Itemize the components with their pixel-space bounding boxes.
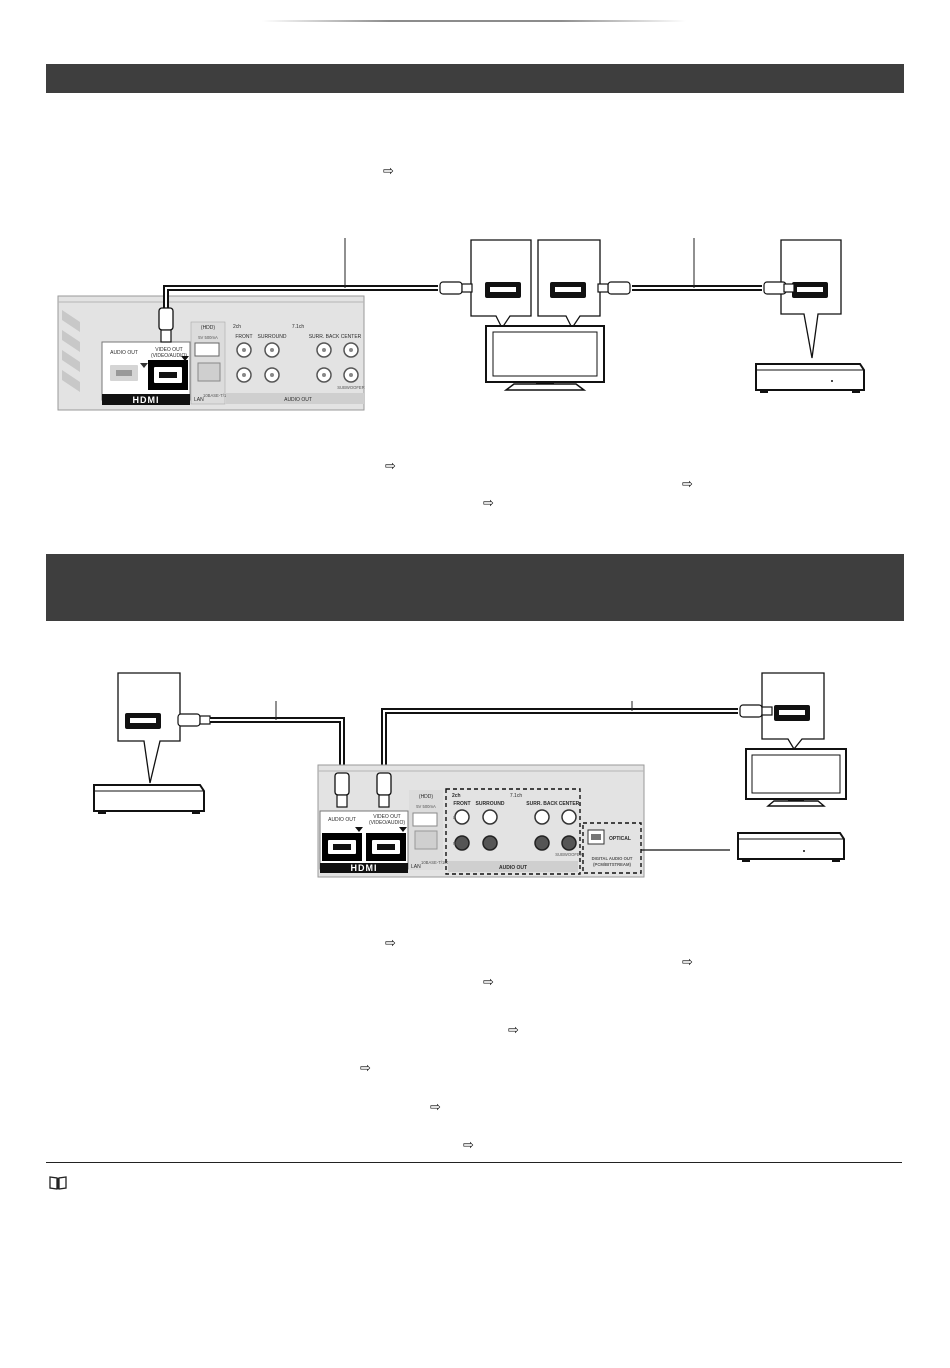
svg-text:2ch: 2ch — [233, 324, 241, 330]
svg-text:(VIDEO/AUDIO): (VIDEO/AUDIO) — [151, 353, 187, 359]
reference-arrow-icon: ⇨ — [483, 975, 494, 990]
svg-text:(PCM/BITSTREAM): (PCM/BITSTREAM) — [593, 862, 631, 867]
svg-text:AUDIO OUT: AUDIO OUT — [284, 397, 312, 403]
hdmi-plug-player — [158, 307, 174, 343]
tv-input-bubble — [739, 672, 825, 751]
svg-text:LAN: LAN — [194, 397, 204, 403]
top-decorative-rule — [262, 20, 686, 22]
television-icon — [745, 748, 847, 807]
svg-text:SUBWOOFER: SUBWOOFER — [337, 385, 364, 390]
svg-text:CENTER: CENTER — [341, 334, 362, 340]
tv-input-bubble-2 — [537, 239, 631, 330]
amplifier-receiver-icon — [737, 832, 845, 862]
television-icon — [485, 325, 605, 391]
svg-text:SURROUND: SURROUND — [476, 801, 505, 807]
svg-text:OPTICAL: OPTICAL — [609, 836, 631, 842]
reference-arrow-icon: ⇨ — [508, 1023, 519, 1038]
svg-text:AUDIO OUT: AUDIO OUT — [328, 817, 356, 823]
connection-diagram-tv: HDMI AUDIO OUT VIDEO OUT (VIDEO/AUDIO) (… — [57, 238, 865, 411]
hdmi-plug-audio-out — [334, 772, 350, 808]
reference-arrow-icon: ⇨ — [483, 496, 494, 511]
svg-text:VIDEO OUT: VIDEO OUT — [373, 814, 401, 820]
svg-text:(HDD): (HDD) — [419, 794, 433, 800]
svg-text:AUDIO OUT: AUDIO OUT — [499, 865, 527, 871]
reference-arrow-icon: ⇨ — [360, 1061, 371, 1076]
amplifier-input-bubble — [117, 672, 211, 784]
book-icon — [49, 1176, 67, 1190]
svg-text:(HDD): (HDD) — [201, 325, 215, 331]
tv-input-bubble-1 — [439, 239, 532, 330]
svg-text:HDMI: HDMI — [351, 863, 378, 873]
player-rear-panel: HDMI AUDIO OUT VIDEO OUT (VIDEO/AUDIO) (… — [317, 764, 645, 878]
section-header-bar-2 — [46, 554, 904, 621]
svg-text:2ch: 2ch — [452, 793, 461, 799]
reference-arrow-icon: ⇨ — [383, 164, 394, 179]
svg-text:7.1ch: 7.1ch — [510, 793, 522, 799]
reference-arrow-icon: ⇨ — [463, 1138, 474, 1153]
svg-text:SURR. BACK: SURR. BACK — [309, 334, 340, 340]
svg-text:DIGITAL AUDIO OUT: DIGITAL AUDIO OUT — [592, 856, 633, 861]
svg-text:AUDIO OUT: AUDIO OUT — [110, 350, 138, 356]
reference-arrow-icon: ⇨ — [385, 459, 396, 474]
reference-arrow-icon: ⇨ — [430, 1100, 441, 1115]
svg-text:FRONT: FRONT — [453, 801, 470, 807]
svg-text:HDMI: HDMI — [133, 395, 160, 405]
reference-arrow-icon: ⇨ — [385, 936, 396, 951]
svg-text:L: L — [453, 815, 456, 820]
svg-text:5V 500mA: 5V 500mA — [416, 804, 436, 809]
hdmi-plug-video-out — [376, 772, 392, 808]
reference-arrow-icon: ⇨ — [682, 955, 693, 970]
amplifier-receiver-icon — [755, 363, 865, 393]
svg-text:R: R — [453, 841, 456, 846]
svg-text:LAN: LAN — [411, 864, 421, 870]
svg-text:SURR. BACK: SURR. BACK — [526, 801, 558, 807]
svg-text:SURROUND: SURROUND — [258, 334, 287, 340]
player-rear-panel: HDMI AUDIO OUT VIDEO OUT (VIDEO/AUDIO) (… — [57, 295, 365, 411]
connection-diagram-amplifier: HDMI AUDIO OUT VIDEO OUT (VIDEO/AUDIO) (… — [93, 672, 847, 878]
svg-text:10BASE-T/100BASE-TX: 10BASE-T/100BASE-TX — [421, 860, 467, 865]
svg-text:SUBWOOFER: SUBWOOFER — [555, 852, 582, 857]
svg-text:7.1ch: 7.1ch — [292, 324, 304, 330]
amplifier-receiver-icon — [93, 784, 205, 814]
svg-text:VIDEO OUT: VIDEO OUT — [155, 347, 183, 353]
svg-text:5V 500mA: 5V 500mA — [198, 335, 218, 340]
section-header-bar-1 — [46, 64, 904, 93]
svg-text:FRONT: FRONT — [235, 334, 252, 340]
notes-divider — [46, 1162, 902, 1163]
svg-text:CENTER: CENTER — [559, 801, 580, 807]
reference-arrow-icon: ⇨ — [682, 477, 693, 492]
svg-text:(VIDEO/AUDIO): (VIDEO/AUDIO) — [369, 820, 405, 826]
amplifier-input-bubble — [763, 239, 842, 359]
